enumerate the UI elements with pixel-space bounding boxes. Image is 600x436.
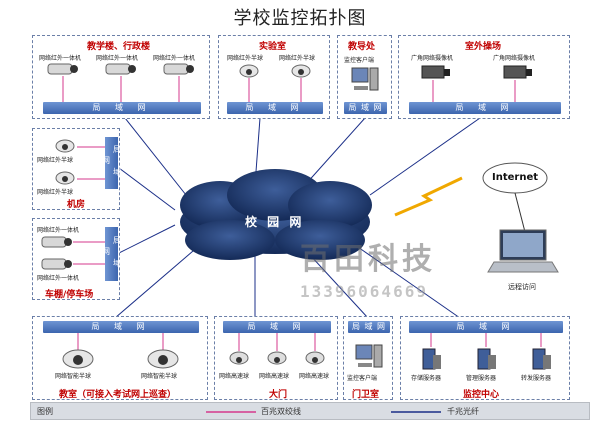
device-label: 网络红外半球 <box>227 55 264 62</box>
section-control-center: 局 域 网 存储服务器 管理服务器 转发服务器 监控中心 <box>400 316 570 400</box>
device-label: 监控客户端 <box>347 375 378 382</box>
watermark-phone: 13396064669 <box>300 282 428 301</box>
section-playground: 室外操场 广角网络摄像机 广角网络摄像机 局 域 网 <box>398 35 570 119</box>
legend-fiber-line <box>391 411 441 413</box>
section-office: 教导处 监控客户端 局 域 网 <box>337 35 392 119</box>
server-icon <box>422 348 441 370</box>
copper-links <box>248 78 302 102</box>
watermark-company: 百田科技 <box>300 242 436 277</box>
copper-links <box>238 333 316 351</box>
bullet-camera-icon <box>41 258 72 270</box>
device-label: 网络高速球 <box>299 373 330 380</box>
device-label: 网络红外一体机 <box>96 55 139 62</box>
section-classroom: 局 域 网 网络智能半球 网络智能半球 教室（可接入考试网上巡查） <box>32 316 208 400</box>
dome-camera-icon <box>55 139 75 153</box>
section-title: 实验室 <box>259 42 287 52</box>
section-title: 教室（可接入考试网上巡查） <box>59 390 177 400</box>
device-label: 网络红外半球 <box>37 189 74 196</box>
device-label: 监控客户端 <box>344 57 375 64</box>
dome-camera-icon <box>147 349 179 369</box>
client-pc-icon <box>355 344 383 368</box>
legend-copper-label: 百兆双绞线 <box>261 407 301 416</box>
device-label: 网络智能半球 <box>55 373 92 380</box>
dome-camera-icon <box>239 64 259 78</box>
section-guard: 局 域 网 监控客户端 门卫室 <box>343 316 393 400</box>
lan-bar: 局 域 网 <box>223 321 331 333</box>
device-label: 网络高速球 <box>219 373 250 380</box>
section-teaching: 教学楼、行政楼 网络红外一体机 网络红外一体机 网络红外一体机 局 域 网 <box>32 35 210 119</box>
lan-bar: 局 域 网 <box>102 137 122 189</box>
internet-lightning <box>394 176 463 217</box>
box-camera-icon <box>503 65 532 79</box>
legend-title: 图例 <box>37 407 53 416</box>
fiber-links <box>114 117 481 319</box>
diagram-title: 学校监控拓扑图 <box>233 8 367 29</box>
section-title: 门卫室 <box>352 390 380 400</box>
device-label: 网络红外一体机 <box>39 55 82 62</box>
server-icon <box>477 348 496 370</box>
section-gate: 局 域 网 网络高速球 网络高速球 网络高速球 大门 <box>214 316 338 400</box>
lan-bar: 局 域 网 <box>43 102 201 114</box>
device-label: 网络高速球 <box>259 373 290 380</box>
copper-links <box>73 241 105 265</box>
lan-bar: 局 域 网 <box>102 227 122 281</box>
device-label: 转发服务器 <box>521 375 552 382</box>
bullet-camera-icon <box>105 63 136 75</box>
copper-links <box>432 80 516 102</box>
laptop-icon <box>487 229 559 273</box>
device-label: 管理服务器 <box>466 375 497 382</box>
lan-bar: 局 域 网 <box>409 102 561 114</box>
section-parking: 网络红外一体机 网络红外一体机 局 域 网 车棚/停车场 <box>32 218 122 300</box>
lan-bar: 局 域 网 <box>409 321 563 333</box>
server-icon <box>532 348 551 370</box>
section-title: 机房 <box>67 200 86 210</box>
bullet-camera-icon <box>41 236 72 248</box>
copper-links <box>430 333 542 347</box>
section-title: 监控中心 <box>463 390 500 400</box>
cloud-label: 校 园 网 <box>245 215 305 229</box>
copper-links <box>77 333 164 351</box>
client-pc-icon <box>351 67 379 91</box>
section-title: 车棚/停车场 <box>45 290 94 300</box>
dome-camera-icon <box>291 64 311 78</box>
remote-access-caption: 远程访问 <box>508 283 536 291</box>
copper-links <box>62 76 180 102</box>
device-label: 网络红外一体机 <box>37 227 80 234</box>
section-title: 室外操场 <box>465 42 502 52</box>
legend: 图例 百兆双绞线 千兆光纤 <box>30 402 590 420</box>
section-lab: 实验室 网络红外半球 网络红外半球 局 域 网 <box>218 35 330 119</box>
legend-fiber-label: 千兆光纤 <box>447 407 479 416</box>
device-label: 网络红外一体机 <box>37 275 80 282</box>
lan-bar: 局 域 网 <box>227 102 323 114</box>
speed-dome-icon <box>229 351 249 365</box>
section-title: 教导处 <box>348 42 376 52</box>
device-label: 网络红外半球 <box>279 55 316 62</box>
device-label: 网络智能半球 <box>141 373 178 380</box>
device-label: 网络红外一体机 <box>153 55 196 62</box>
box-camera-icon <box>421 65 450 79</box>
device-label: 广角网络摄像机 <box>411 55 454 62</box>
legend-copper-line <box>206 411 256 413</box>
dome-camera-icon <box>55 171 75 185</box>
bullet-camera-icon <box>47 63 78 75</box>
device-label: 网络红外半球 <box>37 157 74 164</box>
section-title: 教学楼、行政楼 <box>87 42 151 52</box>
lan-bar: 局 域 网 <box>43 321 199 333</box>
section-title: 大门 <box>269 390 288 400</box>
internet-label: Internet <box>492 172 539 183</box>
campus-cloud <box>180 169 372 260</box>
device-label: 存储服务器 <box>411 375 442 382</box>
speed-dome-icon <box>305 351 325 365</box>
dome-camera-icon <box>62 349 94 369</box>
lan-bar: 局 域 网 <box>344 102 387 114</box>
section-machine-room: 网络红外半球 网络红外半球 局 域 网 机房 <box>32 128 122 210</box>
copper-links <box>77 146 105 180</box>
speed-dome-icon <box>267 351 287 365</box>
bullet-camera-icon <box>163 63 194 75</box>
device-label: 广角网络摄像机 <box>493 55 536 62</box>
lan-bar: 局 域 网 <box>348 321 390 333</box>
